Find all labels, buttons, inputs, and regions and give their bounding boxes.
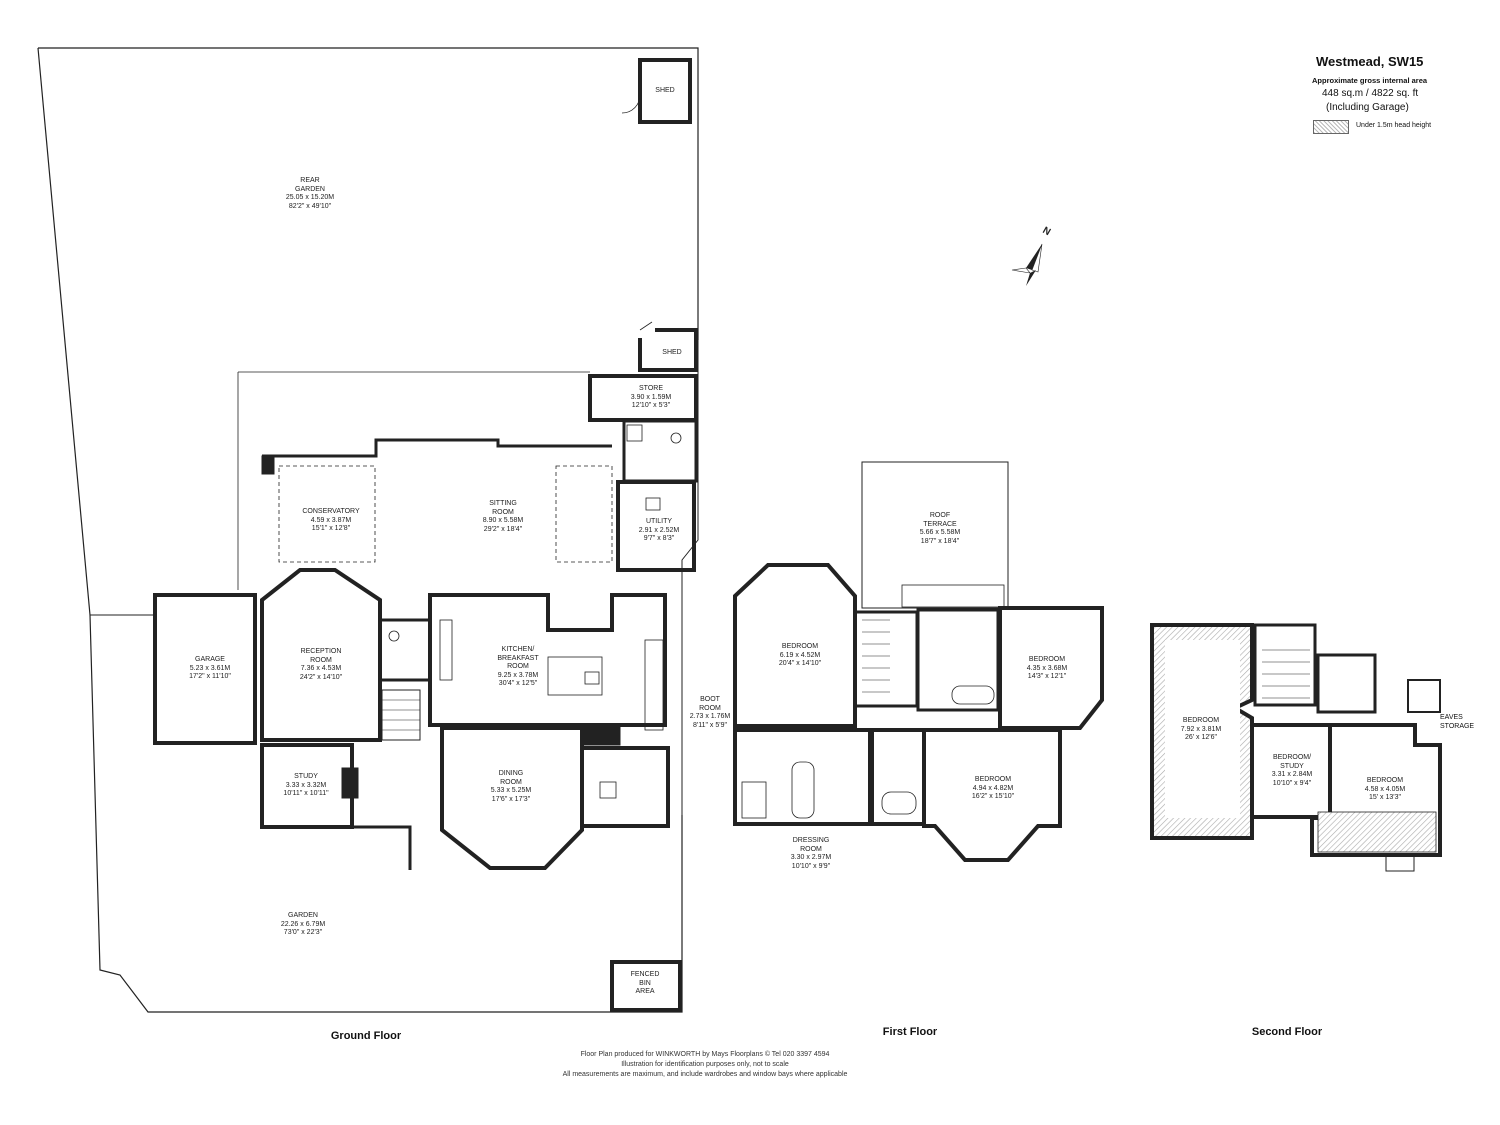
hatch-legend-label: Under 1.5m head height: [1356, 122, 1432, 129]
area-label: Approximate gross internal area: [1312, 76, 1428, 85]
first-floor-plan: [733, 461, 1104, 862]
footer-line-1: Floor Plan produced for WINKWORTH by May…: [580, 1051, 830, 1058]
ground-floor-plan: [37, 47, 699, 1013]
footer-line-3: All measurements are maximum, and includ…: [562, 1071, 848, 1078]
floor-title-second: Second Floor: [1251, 1026, 1323, 1038]
property-title: Westmead, SW15: [1316, 54, 1424, 69]
hatch-legend-swatch: [1313, 120, 1349, 134]
footer-line-2: Illustration for identification purposes…: [621, 1061, 789, 1068]
floor-title-ground: Ground Floor: [330, 1030, 402, 1042]
compass-rose: [1011, 243, 1043, 286]
second-floor-plan: [1150, 623, 1442, 872]
area-value: 448 sq.m / 4822 sq. ft: [1322, 88, 1419, 99]
footer-disclaimer: Floor Plan produced for WINKWORTH by May…: [563, 1050, 848, 1080]
area-note: (Including Garage): [1326, 102, 1409, 113]
room-label-shed-top: SHED: [655, 87, 675, 94]
room-label-shed-mid: SHED: [662, 349, 682, 356]
floor-title-first: First Floor: [882, 1026, 938, 1038]
